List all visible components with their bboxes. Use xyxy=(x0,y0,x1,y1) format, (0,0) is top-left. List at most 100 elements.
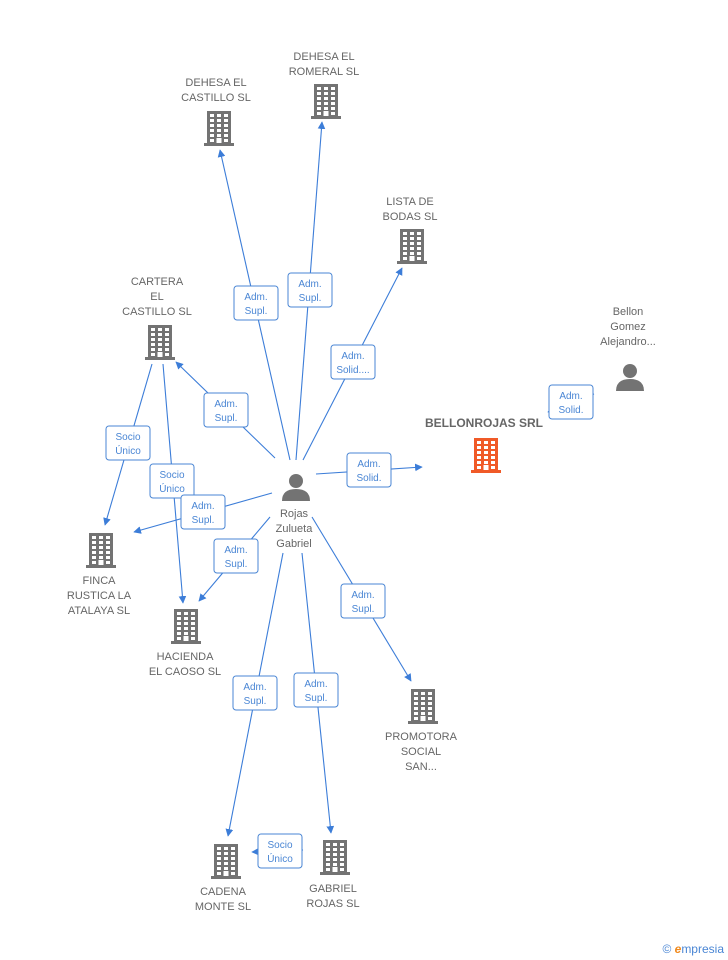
empresia-brand[interactable]: © empresia xyxy=(662,942,724,956)
node-label-line: EL xyxy=(150,291,163,303)
edge-label-box xyxy=(203,392,249,428)
brand-initial: e xyxy=(674,942,682,956)
edge-label[interactable]: Adm.Supl. xyxy=(180,494,226,530)
node-label-line: ROJAS SL xyxy=(306,898,359,910)
edge-label-line: Adm. xyxy=(351,590,374,601)
edge-label-box xyxy=(149,463,195,499)
edge-label-box xyxy=(293,672,339,708)
node-label-line: ROMERAL SL xyxy=(289,66,360,78)
node-label-line: RUSTICA LA xyxy=(67,590,132,602)
node-label-line: DEHESA EL xyxy=(185,77,246,89)
node-label-line: EL CAOSO SL xyxy=(149,666,221,678)
edge-labels-layer: Adm.Supl.Adm.Supl.Adm.Solid....Adm.Supl.… xyxy=(105,272,594,869)
edge-label-line: Único xyxy=(159,482,185,495)
edge-label-box xyxy=(346,452,392,488)
node-label-line: BELLONROJAS SRL xyxy=(425,416,543,430)
edge-label-text: Adm.Supl. xyxy=(214,399,237,424)
edge-label-box xyxy=(330,344,376,380)
node-cadena[interactable]: CADENA MONTE SL xyxy=(195,844,251,913)
node-label-line: MONTE SL xyxy=(195,901,251,913)
brand-name: mpresia xyxy=(681,942,724,956)
building-icon xyxy=(311,84,341,119)
edge-label[interactable]: Adm.Solid. xyxy=(548,384,594,420)
node-label-line: PROMOTORA xyxy=(385,731,458,743)
edge-label-line: Supl. xyxy=(352,604,375,615)
node-label-line: Alejandro... xyxy=(600,336,656,348)
edge-label-line: Único xyxy=(115,444,141,457)
edge-label-line: Adm. xyxy=(304,679,327,690)
edge-label[interactable]: Adm.Supl. xyxy=(232,675,278,711)
edge-label-line: Adm. xyxy=(243,682,266,693)
node-label-line: Gabriel xyxy=(276,538,311,550)
edge-label[interactable]: Adm.Solid.... xyxy=(330,344,376,380)
edge-label-line: Adm. xyxy=(224,545,247,556)
node-bellonrojas[interactable]: BELLONROJAS SRL xyxy=(425,416,543,473)
edge-label-line: Supl. xyxy=(245,306,268,317)
node-label-line: HACIENDA xyxy=(157,651,215,663)
node-label-line: Rojas xyxy=(280,508,309,520)
edge-label-box xyxy=(105,425,151,461)
edge-label-line: Socio xyxy=(159,470,184,481)
edge-label-line: Supl. xyxy=(225,559,248,570)
node-hacienda[interactable]: HACIENDA EL CAOSO SL xyxy=(149,609,221,678)
node-label: CADENA MONTE SL xyxy=(195,886,251,913)
edge-label[interactable]: Adm. Supl. xyxy=(213,538,259,574)
edge-label[interactable]: Adm.Supl. xyxy=(203,392,249,428)
node-label-line: LISTA DE xyxy=(386,196,433,208)
node-label: HACIENDA EL CAOSO SL xyxy=(149,651,221,678)
edge-label-box xyxy=(180,494,226,530)
node-label-line: CADENA xyxy=(200,886,247,898)
edge-label-text: Adm. Supl. xyxy=(224,545,247,570)
edge-label-text: Adm. Supl. xyxy=(351,590,374,615)
building-icon xyxy=(320,840,350,875)
node-label-line: Bellon xyxy=(613,306,644,318)
node-label-line: Gomez xyxy=(610,321,645,333)
building-icon xyxy=(204,111,234,146)
edge-label-line: Adm. xyxy=(244,292,267,303)
node-label: BELLONROJAS SRL xyxy=(425,416,543,430)
person-icon xyxy=(282,474,310,501)
edge-label-text: Adm.Supl. xyxy=(191,501,214,526)
building-highlight-icon xyxy=(471,438,501,473)
node-label-line: SAN... xyxy=(405,761,437,773)
edge-label[interactable]: Adm. Supl. xyxy=(340,583,386,619)
node-label-line: Zulueta xyxy=(276,523,314,535)
edge-label-line: Único xyxy=(267,852,293,865)
building-icon xyxy=(145,325,175,360)
node-label-line: CASTILLO SL xyxy=(181,92,251,104)
edge-label-box xyxy=(340,583,386,619)
building-icon xyxy=(408,689,438,724)
person-icon xyxy=(616,364,644,391)
node-dehesa-castillo[interactable]: DEHESA EL CASTILLO SL xyxy=(181,77,251,146)
edge-label-box xyxy=(257,833,303,869)
building-icon xyxy=(397,229,427,264)
edge-label[interactable]: Adm.Supl. xyxy=(287,272,333,308)
edge-label[interactable]: Adm.Supl. xyxy=(293,672,339,708)
edge-label-line: Adm. xyxy=(298,279,321,290)
edge-label[interactable]: Adm.Solid. xyxy=(346,452,392,488)
building-icon xyxy=(86,533,116,568)
edge-label-line: Solid.... xyxy=(336,365,369,376)
edge-label-line: Adm. xyxy=(214,399,237,410)
edge-label[interactable]: Adm. Supl. xyxy=(233,285,279,321)
